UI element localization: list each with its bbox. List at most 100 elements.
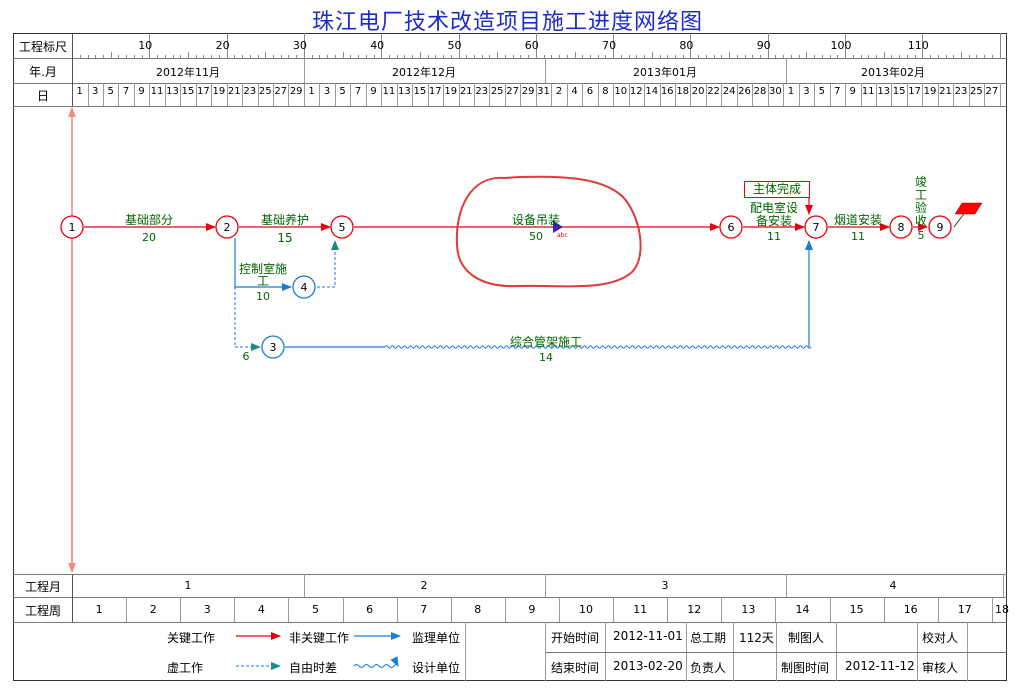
project-month: 1	[184, 579, 192, 592]
day-label: 3	[803, 86, 810, 97]
scale-tick	[620, 55, 622, 58]
day-divider	[767, 83, 769, 106]
scale-tick	[775, 55, 777, 58]
scale-tick	[891, 55, 893, 58]
dummy-arrow-2-3	[234, 287, 261, 351]
scale-tick	[875, 55, 877, 58]
scale-tick	[350, 55, 352, 58]
task-duration: 14	[539, 351, 553, 364]
start-time-value: 2012-11-01	[613, 629, 683, 643]
week-label: 9	[528, 603, 536, 616]
week-label: 10	[579, 603, 593, 616]
scale-tick	[234, 55, 236, 58]
task-duration: 5	[917, 229, 925, 242]
checker-label: 校对人	[922, 631, 959, 645]
day-label: 29	[289, 86, 303, 97]
day-divider	[829, 83, 831, 106]
day-label: 24	[722, 86, 736, 97]
scale-tick	[582, 55, 584, 58]
grid-line	[13, 574, 1007, 575]
scale-tick	[87, 55, 89, 58]
scale-label: 90	[756, 39, 771, 52]
label-separator	[72, 574, 73, 622]
day-label: 7	[354, 86, 362, 97]
day-divider	[582, 83, 584, 106]
day-label: 22	[707, 86, 720, 97]
day-divider	[705, 83, 707, 106]
week-label: 2	[149, 603, 157, 616]
day-label: 23	[475, 86, 489, 97]
day-divider	[427, 83, 429, 106]
task-duration: 11	[767, 230, 781, 243]
total-duration-label: 总工期	[690, 631, 727, 645]
scale-tick	[613, 33, 615, 58]
task-duration: 50	[529, 230, 543, 243]
week-divider	[396, 597, 398, 622]
day-label: 25	[970, 86, 983, 97]
week-label: 1	[95, 603, 103, 616]
week-divider	[829, 597, 831, 622]
day-divider	[350, 83, 352, 106]
event-node-label: 5	[339, 221, 346, 234]
week-divider	[288, 597, 290, 622]
day-divider	[489, 83, 491, 106]
day-label: 9	[849, 86, 856, 97]
scale-tick	[829, 55, 831, 58]
scale-tick	[690, 33, 692, 58]
month-label: 2012年11月	[156, 66, 220, 79]
scale-tick	[659, 55, 661, 58]
scale-tick	[203, 55, 205, 58]
scale-tick	[141, 55, 143, 58]
event-node-5	[330, 215, 354, 239]
month-divider	[786, 58, 787, 83]
day-divider	[968, 83, 970, 106]
week-divider	[559, 597, 560, 622]
task-name: 备安装	[755, 214, 793, 228]
finish-flag	[954, 202, 983, 215]
scale-tick	[667, 55, 669, 58]
day-label: 8	[602, 86, 609, 97]
scale-tick	[180, 55, 182, 58]
end-time-label: 结束时间	[551, 661, 600, 675]
scale-tick	[852, 55, 854, 58]
week-label: 4	[257, 603, 265, 616]
week-label: 6	[366, 603, 374, 616]
day-label: 15	[413, 86, 427, 97]
day-divider	[102, 83, 104, 106]
scale-tick	[636, 55, 638, 58]
scale-tick	[597, 55, 599, 58]
scale-tick	[164, 55, 166, 58]
day-label: 1	[308, 86, 315, 97]
day-divider	[365, 83, 367, 106]
day-label: 12	[629, 86, 643, 97]
scale-tick	[953, 55, 955, 58]
scale-tick	[327, 55, 329, 58]
event-node-4	[292, 275, 316, 299]
scale-tick	[705, 55, 707, 58]
day-divider	[149, 83, 151, 106]
month-divider	[304, 574, 305, 597]
scale-tick	[296, 55, 298, 58]
scale-tick	[303, 33, 305, 58]
scale-tick	[102, 55, 104, 58]
scale-tick	[195, 55, 197, 58]
task-duration: 11	[851, 230, 865, 243]
scale-label: 40	[370, 39, 385, 52]
legend-divider	[733, 622, 734, 681]
scale-tick	[961, 52, 962, 58]
scale-tick	[489, 55, 491, 58]
day-divider	[628, 83, 630, 106]
draw-time-label: 制图时间	[781, 661, 830, 675]
day-label: 10	[614, 86, 628, 97]
task-name: 配电室设	[749, 201, 799, 215]
cursor-tag: abc	[557, 232, 568, 239]
task-duration: 6	[242, 350, 250, 363]
day-label: 31	[537, 86, 550, 97]
day-divider	[535, 83, 537, 106]
legend-divider	[917, 622, 918, 681]
week-divider	[721, 597, 723, 622]
task-name: 综合管架施工	[509, 335, 583, 349]
week-label: 18	[995, 603, 1009, 616]
scale-tick	[404, 55, 406, 58]
